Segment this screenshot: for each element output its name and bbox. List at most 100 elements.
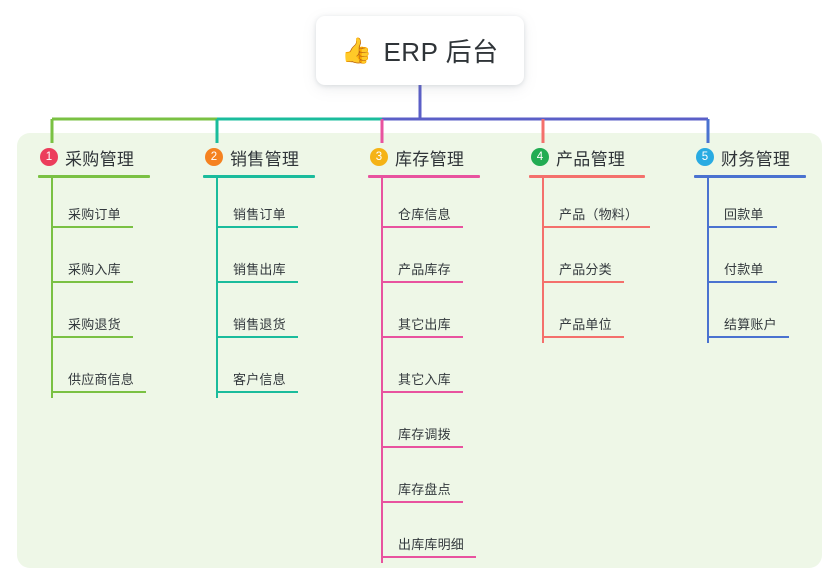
branch-item-label: 采购订单 bbox=[68, 207, 121, 222]
branch-item[interactable]: 采购入库 bbox=[38, 233, 150, 288]
branch-rail bbox=[216, 178, 218, 398]
branch-item-label: 供应商信息 bbox=[68, 372, 135, 387]
branch-item-underline bbox=[216, 336, 298, 338]
root-node-card[interactable]: 👍 ERP 后台 bbox=[316, 16, 524, 85]
branch-item[interactable]: 回款单 bbox=[694, 178, 806, 233]
branch-item-underline bbox=[542, 281, 624, 283]
branch-item[interactable]: 销售订单 bbox=[203, 178, 315, 233]
branch-item-label: 销售出库 bbox=[233, 262, 286, 277]
branch-header-3[interactable]: 3 库存管理 bbox=[368, 144, 480, 170]
branch-item-underline bbox=[542, 336, 624, 338]
branch-item[interactable]: 库存调拨 bbox=[368, 398, 480, 453]
branch-item-underline bbox=[381, 336, 463, 338]
branch-item[interactable]: 结算账户 bbox=[694, 288, 806, 343]
branch-item[interactable]: 库存盘点 bbox=[368, 453, 480, 508]
branch-badge-2: 2 bbox=[205, 148, 223, 166]
branch-item-label: 产品分类 bbox=[559, 262, 612, 277]
branch-item-label: 其它入库 bbox=[398, 372, 451, 387]
branch-item-underline bbox=[216, 281, 298, 283]
branch-item-list: 产品（物料） 产品分类产品单位 bbox=[529, 178, 650, 343]
branch-item-label: 付款单 bbox=[724, 262, 764, 277]
branch-header-5[interactable]: 5 财务管理 bbox=[694, 144, 806, 170]
branch-item-label: 库存调拨 bbox=[398, 427, 451, 442]
branch-item[interactable]: 供应商信息 bbox=[38, 343, 150, 398]
branch-item-list: 回款单付款单结算账户 bbox=[694, 178, 806, 343]
branch-rail bbox=[542, 178, 544, 343]
branch-item[interactable]: 采购订单 bbox=[38, 178, 150, 233]
branch-column-1: 1 采购管理采购订单采购入库采购退货供应商信息 bbox=[38, 144, 150, 398]
branch-badge-5: 5 bbox=[696, 148, 714, 166]
branch-column-2: 2 销售管理销售订单销售出库销售退货客户信息 bbox=[203, 144, 315, 398]
branch-item-label: 产品库存 bbox=[398, 262, 451, 277]
branch-rule bbox=[203, 175, 315, 178]
branch-rail bbox=[381, 178, 383, 563]
branch-item-underline bbox=[707, 281, 777, 283]
branch-item-underline bbox=[51, 391, 146, 393]
branch-item-label: 销售订单 bbox=[233, 207, 286, 222]
branch-item-underline bbox=[381, 226, 463, 228]
branch-label: 采购管理 bbox=[65, 149, 135, 169]
thumbs-up-icon: 👍 bbox=[341, 36, 373, 65]
branches-panel bbox=[17, 133, 822, 568]
root-node-title: ERP 后台 bbox=[383, 37, 499, 67]
branch-item-label: 客户信息 bbox=[233, 372, 286, 387]
branch-item-label: 其它出库 bbox=[398, 317, 451, 332]
branch-badge-3: 3 bbox=[370, 148, 388, 166]
branch-item-list: 采购订单采购入库采购退货供应商信息 bbox=[38, 178, 150, 398]
branch-item-underline bbox=[216, 226, 298, 228]
branch-item[interactable]: 销售出库 bbox=[203, 233, 315, 288]
branch-item[interactable]: 其它出库 bbox=[368, 288, 480, 343]
branch-rule bbox=[529, 175, 645, 178]
branch-column-4: 4 产品管理产品（物料） 产品分类产品单位 bbox=[529, 144, 650, 343]
branch-column-3: 3 库存管理仓库信息产品库存其它出库其它入库库存调拨库存盘点出库库明细 bbox=[368, 144, 480, 563]
branch-label: 财务管理 bbox=[721, 149, 791, 169]
branch-item[interactable]: 客户信息 bbox=[203, 343, 315, 398]
branch-item-label: 产品（物料） bbox=[559, 207, 639, 222]
branch-item-list: 销售订单销售出库销售退货客户信息 bbox=[203, 178, 315, 398]
branch-item[interactable]: 产品分类 bbox=[529, 233, 645, 288]
branch-header-1[interactable]: 1 采购管理 bbox=[38, 144, 150, 170]
branch-item-label: 销售退货 bbox=[233, 317, 286, 332]
branch-item[interactable]: 产品单位 bbox=[529, 288, 645, 343]
branch-item-label: 出库库明细 bbox=[398, 537, 465, 552]
branch-label: 产品管理 bbox=[556, 149, 626, 169]
branch-item[interactable]: 产品（物料） bbox=[529, 178, 650, 233]
branch-item-list: 仓库信息产品库存其它出库其它入库库存调拨库存盘点出库库明细 bbox=[368, 178, 480, 563]
branch-item-underline bbox=[707, 336, 789, 338]
branch-item-label: 结算账户 bbox=[724, 317, 777, 332]
branch-item-underline bbox=[381, 391, 463, 393]
branch-item[interactable]: 出库库明细 bbox=[368, 508, 480, 563]
branch-item-label: 采购退货 bbox=[68, 317, 121, 332]
branch-rule bbox=[38, 175, 150, 178]
branch-badge-4: 4 bbox=[531, 148, 549, 166]
branch-item-underline bbox=[51, 336, 133, 338]
branch-item-label: 采购入库 bbox=[68, 262, 121, 277]
branch-item[interactable]: 其它入库 bbox=[368, 343, 480, 398]
branch-item-label: 仓库信息 bbox=[398, 207, 451, 222]
branch-item[interactable]: 销售退货 bbox=[203, 288, 315, 343]
branch-header-2[interactable]: 2 销售管理 bbox=[203, 144, 315, 170]
branch-badge-1: 1 bbox=[40, 148, 58, 166]
branch-header-4[interactable]: 4 产品管理 bbox=[529, 144, 645, 170]
branch-rule bbox=[694, 175, 806, 178]
root-node-content: 👍 ERP 后台 bbox=[341, 32, 498, 69]
branch-item[interactable]: 产品库存 bbox=[368, 233, 480, 288]
branch-item[interactable]: 付款单 bbox=[694, 233, 806, 288]
branch-column-5: 5 财务管理回款单付款单结算账户 bbox=[694, 144, 806, 343]
branch-label: 销售管理 bbox=[230, 149, 300, 169]
branch-rule bbox=[368, 175, 480, 178]
branch-rail bbox=[51, 178, 53, 398]
branch-item-underline bbox=[381, 556, 476, 558]
branch-label: 库存管理 bbox=[395, 149, 465, 169]
branch-item-underline bbox=[51, 226, 133, 228]
branch-item-underline bbox=[542, 226, 650, 228]
branch-item-label: 回款单 bbox=[724, 207, 764, 222]
branch-item[interactable]: 采购退货 bbox=[38, 288, 150, 343]
branch-item-underline bbox=[381, 281, 463, 283]
branch-item-label: 产品单位 bbox=[559, 317, 612, 332]
branch-item[interactable]: 仓库信息 bbox=[368, 178, 480, 233]
branch-item-underline bbox=[51, 281, 133, 283]
branch-item-underline bbox=[381, 446, 463, 448]
branch-item-underline bbox=[707, 226, 777, 228]
